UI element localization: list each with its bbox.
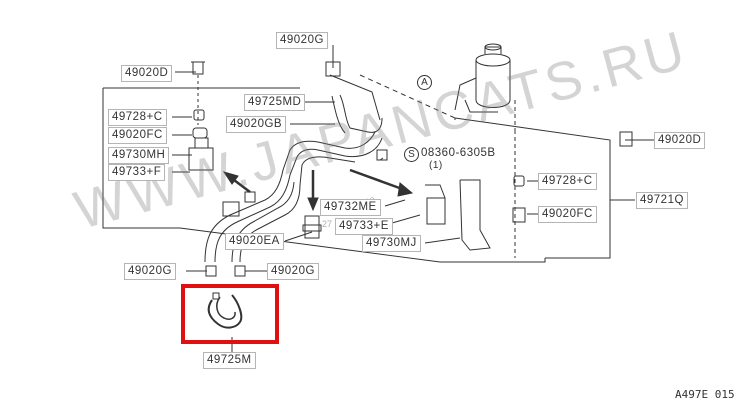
label-49020GB: 49020GB xyxy=(226,116,287,133)
label-49725M: 49725M xyxy=(203,352,256,369)
label-49020G-br: 49020G xyxy=(267,263,319,280)
bracket-49730MJ xyxy=(459,179,491,251)
label-49020FC-right: 49020FC xyxy=(538,206,597,223)
label-bolt-qty: (1) xyxy=(429,160,443,171)
label-49733F: 49733+F xyxy=(108,164,166,181)
label-49020FC-left: 49020FC xyxy=(108,127,167,144)
clip-49020G-top xyxy=(325,61,341,77)
pressure-hose-inner xyxy=(214,137,383,263)
stamp-27: 27 xyxy=(322,219,333,229)
arrow-a-symbol: A xyxy=(417,75,432,90)
label-49020G-bl: 49020G xyxy=(124,263,176,280)
label-bolt-spec: 08360-6305B xyxy=(421,147,496,159)
grommet-49020FC-left xyxy=(192,127,208,139)
upper-hose xyxy=(339,94,383,133)
label-49020D-left: 49020D xyxy=(121,65,173,82)
arrowhead-3 xyxy=(397,182,414,197)
label-49728C-left: 49728+C xyxy=(108,109,167,126)
clamp-49020EA xyxy=(304,215,320,239)
suction-line xyxy=(329,74,381,121)
label-49728C-right: 49728+C xyxy=(538,173,597,190)
label-49733E: 49733+E xyxy=(335,218,393,235)
label-49732ME: 49732ME xyxy=(320,199,381,216)
arrowhead-2 xyxy=(307,197,319,212)
frame-outline xyxy=(102,88,546,263)
label-49721Q: 49721Q xyxy=(636,192,688,209)
label-49020G-top: 49020G xyxy=(276,32,328,49)
bolt-08360 xyxy=(376,149,388,161)
hose-49725M-inner xyxy=(216,296,236,320)
label-49725MD: 49725MD xyxy=(244,94,306,111)
hose-49725M-outer xyxy=(207,294,243,329)
clip-49020G-br xyxy=(234,265,246,277)
s-mark-symbol: S xyxy=(404,147,419,162)
arrowhead-1 xyxy=(222,171,239,185)
reservoir-body xyxy=(475,60,511,108)
label-49730MH: 49730MH xyxy=(108,147,170,164)
clamp-49730MH xyxy=(188,147,214,171)
label-49730MJ: 49730MJ xyxy=(362,235,421,252)
highlight-box xyxy=(181,284,279,344)
clip-49020G-bl xyxy=(205,265,217,277)
figure-number: A497E 015 xyxy=(675,388,735,401)
label-49020D-right: 49020D xyxy=(654,132,706,149)
bracket-49732ME xyxy=(426,197,446,225)
bolt-49020D-right xyxy=(619,131,633,147)
arrow-to-49732ME xyxy=(349,168,406,192)
reservoir-top xyxy=(475,53,511,67)
grommet-49020FC-right xyxy=(512,207,526,223)
frame-right-box xyxy=(454,117,611,259)
label-49020EA: 49020EA xyxy=(225,233,284,250)
pressure-hose-outer xyxy=(204,131,376,263)
